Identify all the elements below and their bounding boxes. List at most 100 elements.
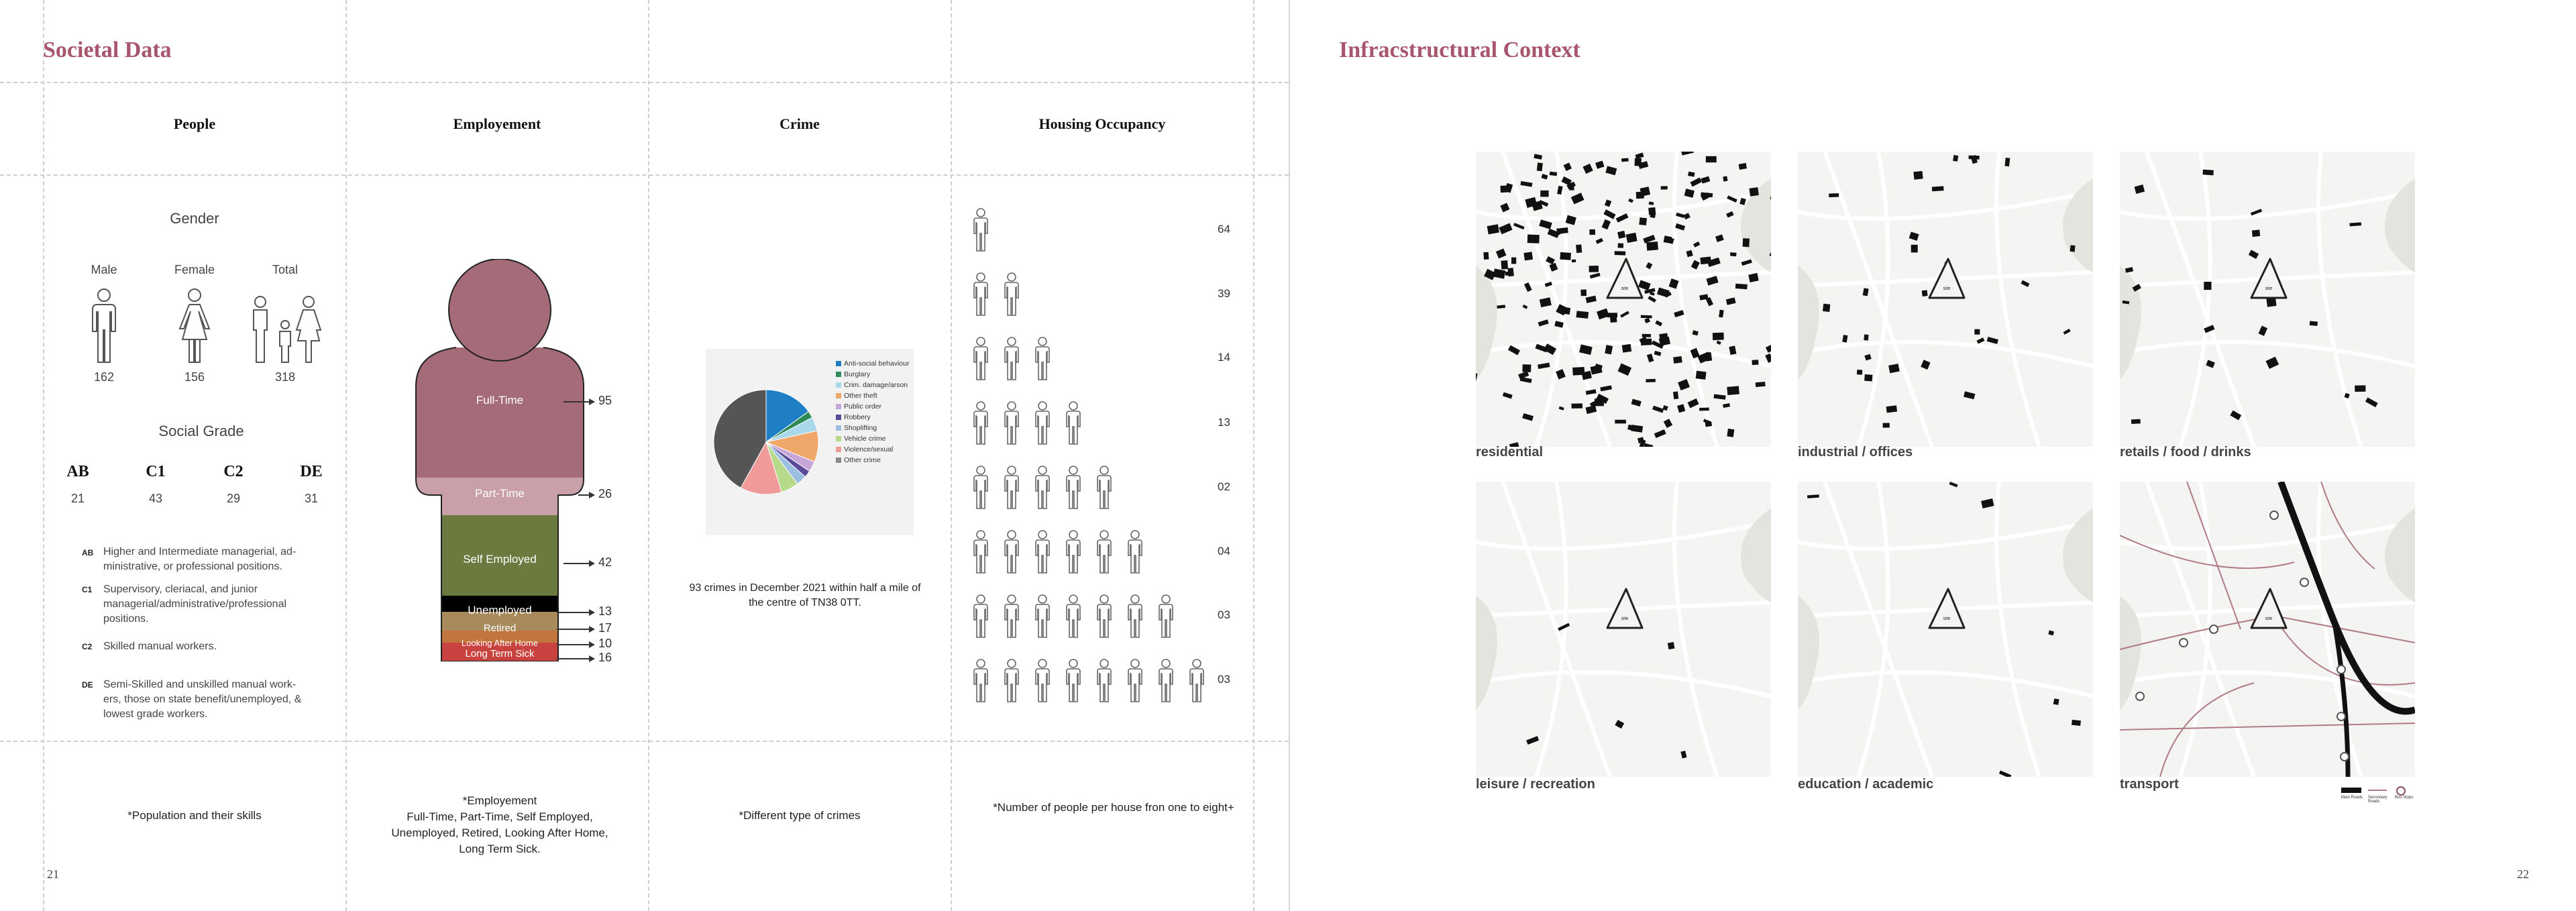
legend-swatch [836,404,841,410]
employment-note: *Employement Full-Time, Part-Time, Self … [391,794,608,855]
definition-text-ab: Higher and Intermediate managerial, ad-m… [103,546,297,572]
person-icon [973,594,989,639]
map-label-leisure: leisure / recreation [1476,777,1595,792]
person-icon [1034,337,1051,381]
bar-long-term-sick [416,643,584,661]
social-grade-title: Social Grade [158,423,244,439]
person-icon [1004,530,1020,574]
legend-label: Other crime [844,456,881,464]
value-retired: 17 [598,621,612,635]
person-icon [1096,659,1112,703]
site-label: site [1621,617,1629,621]
legend-label: Other theft [844,392,877,400]
person-icon [1004,659,1020,703]
legend-main-roads: Main Roads [2341,796,2363,800]
legend-label: Public order [844,403,882,411]
person-icon [1065,659,1081,703]
housing-pictogram [973,208,1214,718]
person-icon [973,659,989,703]
legend-item: Other crime [836,455,914,466]
person-icon [973,272,989,317]
definition-code-ab: AB [82,548,94,557]
person-icon [1034,401,1051,445]
legend-label: Vehicle crime [844,435,886,443]
person-icon [973,208,989,252]
person-icon [1034,466,1051,510]
person-icon [1004,337,1020,381]
definition-text-c2: Skilled manual workers. [103,641,217,652]
female-icon [178,288,211,363]
page-number-right: 22 [2517,867,2529,881]
legend-swatch [836,436,841,442]
person-icon [1127,594,1143,639]
map-label-retail: retails / food / drinks [2120,445,2251,460]
definition-code-c2: C2 [82,642,93,651]
gender-title: Gender [170,210,219,227]
legend-item: Other theft [836,390,914,401]
label-part-time: Part-Time [475,487,525,500]
person-icon [1096,466,1112,510]
grade-code-de: DE [300,463,323,480]
site-label: site [1943,286,1951,291]
legend-item: Robbery [836,412,914,423]
map-residential: site [1476,152,1771,447]
grade-value-c1: 43 [148,492,163,505]
legend-item: Vehicle crime [836,433,914,444]
legend-label: Burglary [844,370,871,378]
gender-value-male: 162 [93,370,115,384]
definition-text-de: Semi-Skilled and unskilled manual work-e… [103,679,302,720]
definition-text-c1: Supervisory, cleriacal, and junior manag… [103,584,287,625]
legend-swatch [836,425,841,431]
page-spine [1289,0,1290,911]
label-looking-after-home: Looking After Home [461,638,539,648]
column-header-crime: Crime [780,115,820,132]
legend-item: Violence/sexual [836,444,914,455]
pie-slice-anti-social-behaviour [765,389,809,443]
map-leisure: site [1476,482,1771,777]
housing-note: *Number of people per house fron one to … [993,801,1234,814]
definition-code-de: DE [82,680,93,690]
person-icon [1189,659,1205,703]
person-icon [973,401,989,445]
column-header-employment: Employement [453,115,541,132]
map-label-industrial: industrial / offices [1798,445,1913,460]
person-icon [1034,659,1051,703]
person-icon [1065,530,1081,574]
person-icon [1004,272,1020,317]
value-looking-after-home: 10 [598,637,612,650]
employment-figure [415,259,584,661]
person-icon [1096,530,1112,574]
label-long-term-sick: Long Term Sick [465,648,535,659]
bar-unemployed [416,596,584,612]
housing-value-8: 03 [1218,673,1230,686]
legend-label: Robbery [844,413,871,421]
housing-value-6: 04 [1218,545,1230,557]
crime-caption: 93 crimes in December 2021 within half a… [689,582,921,608]
housing-value-3: 14 [1218,351,1230,364]
bar-self-employed [416,515,584,596]
legend-item: Burglary [836,369,914,380]
legend-secondary-roads: Secondary Roads [2368,796,2387,804]
male-icon [92,288,116,363]
legend-item: Crim. damage/arson [836,380,914,390]
legend-label: Violence/sexual [844,445,894,453]
housing-value-4: 13 [1218,416,1230,429]
bar-part-time [416,478,584,515]
site-label: site [2265,617,2273,621]
grade-code-c1: C1 [146,463,166,480]
map-label-education: education / academic [1798,777,1934,792]
gender-value-female: 156 [184,370,205,384]
person-icon [1004,594,1020,639]
person-icon [973,530,989,574]
bar-retired [416,612,584,631]
housing-value-5: 02 [1218,480,1230,493]
map-transport: site [2120,482,2415,777]
column-header-housing: Housing Occupancy [1038,115,1166,132]
page-title: Societal Data [43,38,172,62]
family-icon [253,296,322,363]
label-full-time: Full-Time [476,394,524,407]
bar-looking-after-home [416,631,584,643]
legend-swatch [836,361,841,367]
grade-value-ab: 21 [70,492,85,505]
